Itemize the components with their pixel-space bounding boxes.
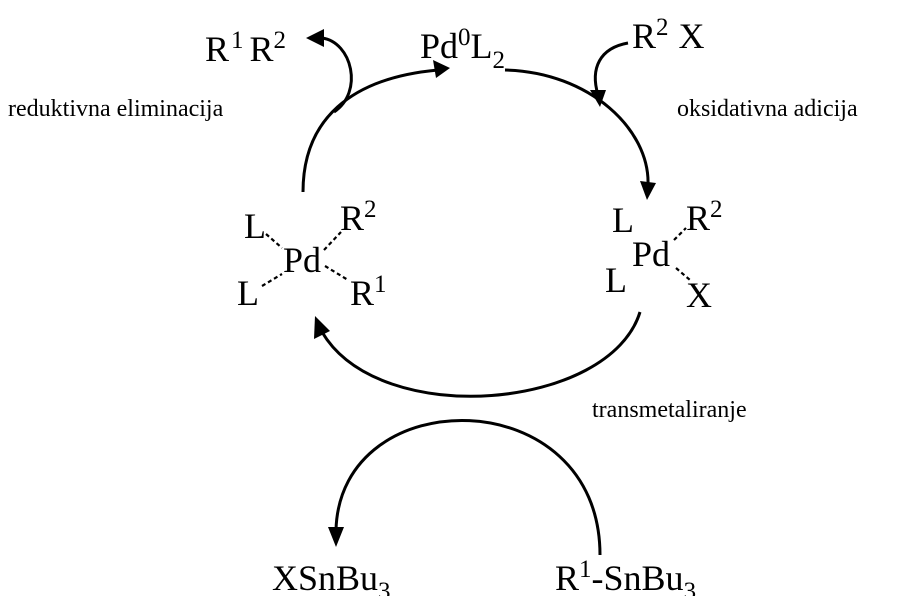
r1r2-hook	[321, 36, 353, 114]
arc-transmetalation	[320, 311, 642, 398]
complex-left-metal: Pd	[283, 240, 321, 280]
r2x-hook-arrowhead	[590, 90, 606, 107]
bond-right-x	[675, 267, 691, 281]
complex-right-metal: Pd	[632, 234, 670, 274]
arc-transmetalation-arrowhead	[314, 316, 330, 339]
complex-left: L L Pd R2 R1	[237, 196, 387, 313]
xsnbu3-label: XSnBu3	[272, 558, 391, 596]
bond-left-l-top	[265, 233, 283, 249]
complex-right-x: X	[686, 275, 712, 315]
arc-oxidative-addition-arrowhead	[640, 181, 656, 200]
r1snbu3-label: R1-SnBu3	[555, 556, 696, 596]
complex-right-r-top: R2	[686, 196, 723, 238]
arc-exchange-arrowhead	[328, 527, 344, 547]
complex-right: L L Pd R2 X	[605, 196, 723, 315]
step-transmetalation: transmetaliranje	[592, 397, 747, 423]
arc-to-pd0	[301, 68, 439, 193]
bond-left-r-top	[323, 231, 342, 251]
complex-left-r-top: R2	[340, 196, 377, 238]
bond-left-r-bottom	[324, 265, 349, 281]
arc-to-pd0-arrowhead	[433, 60, 450, 78]
complex-left-ligand-bottom: L	[237, 273, 259, 313]
step-reductive-elimination: reduktivna eliminacija	[8, 96, 224, 122]
complex-left-ligand-top: L	[244, 206, 266, 246]
complex-right-ligand-top: L	[612, 200, 634, 240]
bond-left-l-bottom	[261, 273, 283, 287]
r1r2-hook-arrowhead	[306, 29, 324, 47]
pd0l2-label: Pd0L2	[420, 24, 505, 74]
r2x-hook	[593, 41, 629, 96]
step-oxidative-addition: oksidativna adicija	[677, 96, 858, 122]
complex-left-r-bottom: R1	[350, 271, 387, 313]
arc-oxidative-addition	[504, 68, 650, 186]
arc-exchange	[334, 418, 602, 556]
complex-right-ligand-bottom: L	[605, 260, 627, 300]
bond-right-r-top	[673, 227, 687, 241]
